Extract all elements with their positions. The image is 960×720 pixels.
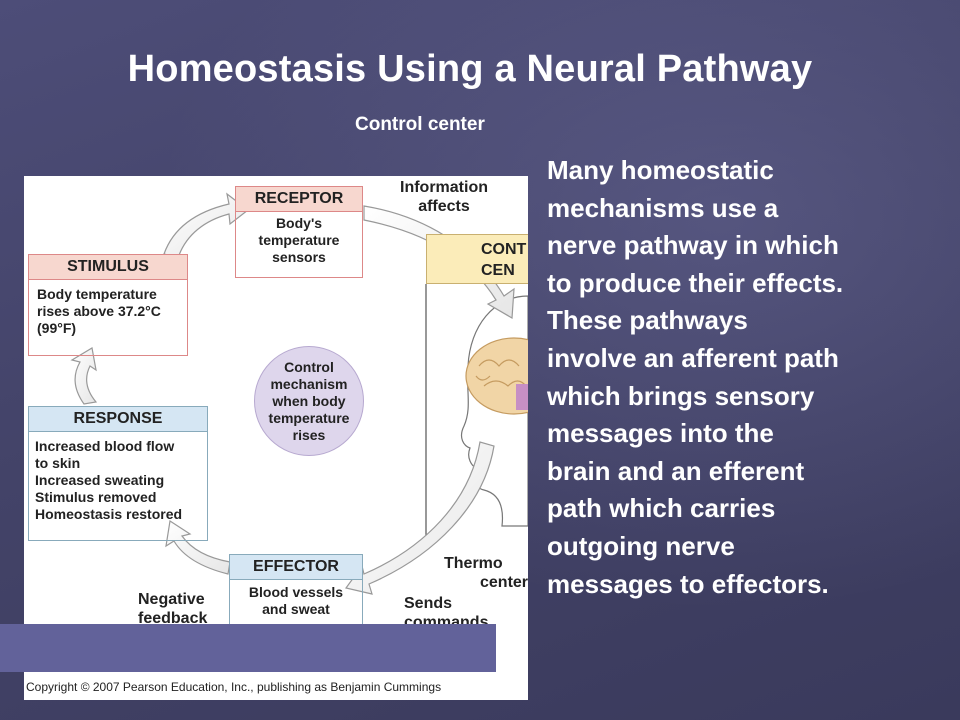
information-label: Information affects bbox=[400, 178, 488, 216]
thermo-line: center bbox=[480, 574, 528, 591]
response-header: RESPONSE bbox=[29, 407, 207, 432]
body-line: mechanisms use a bbox=[547, 192, 779, 223]
arrow-response-to-stimulus-icon bbox=[70, 347, 98, 405]
stimulus-box: STIMULUS Body temperature rises above 37… bbox=[28, 254, 188, 356]
information-line: Information bbox=[400, 179, 488, 196]
mechanism-line: when body bbox=[272, 392, 346, 409]
homeostasis-diagram: RECEPTOR Body's temperature sensors Info… bbox=[24, 176, 528, 700]
response-line: Increased sweating bbox=[35, 472, 165, 488]
negative-feedback-label: Negative feedback bbox=[138, 590, 207, 628]
control-center-box: CONT CEN bbox=[426, 234, 528, 284]
response-line: Increased blood flow bbox=[35, 438, 175, 454]
response-line: to skin bbox=[35, 455, 81, 471]
body-text: Many homeostatic mechanisms use a nerve … bbox=[547, 152, 927, 603]
body-line: These pathways bbox=[547, 305, 748, 336]
copyright-notice: Copyright © 2007 Pearson Education, Inc.… bbox=[26, 680, 442, 694]
sends-line: Sends bbox=[404, 595, 453, 612]
mechanism-line: Control bbox=[284, 358, 334, 375]
stimulus-header: STIMULUS bbox=[29, 255, 187, 280]
arrow-effector-to-response-icon bbox=[165, 519, 231, 575]
control-center-line: CONT bbox=[481, 241, 527, 258]
receptor-line: Body's bbox=[275, 215, 323, 231]
mechanism-line: mechanism bbox=[270, 375, 348, 392]
mechanism-line: rises bbox=[292, 426, 326, 443]
effector-header: EFFECTOR bbox=[230, 555, 362, 580]
body-line: outgoing nerve bbox=[547, 530, 735, 561]
receptor-line: temperature bbox=[258, 232, 340, 248]
control-center-line: CEN bbox=[481, 262, 515, 279]
control-mechanism-circle: Control mechanism when body temperature … bbox=[254, 346, 364, 456]
body-line: nerve pathway in which bbox=[547, 230, 839, 261]
brain-folds-icon bbox=[475, 359, 527, 387]
stimulus-line: rises above 37.2°C bbox=[37, 303, 161, 319]
body-line: Many homeostatic bbox=[547, 155, 774, 185]
effector-line: and sweat bbox=[262, 601, 330, 617]
stimulus-line: (99°F) bbox=[37, 320, 77, 336]
receptor-line: sensors bbox=[272, 249, 326, 265]
stimulus-line: Body temperature bbox=[37, 286, 157, 302]
thermo-line: Thermo bbox=[444, 555, 503, 572]
mechanism-line: temperature bbox=[268, 409, 350, 426]
body-line: involve an afferent path bbox=[547, 342, 839, 373]
negative-feedback-line: feedback bbox=[138, 610, 208, 627]
body-line: brain and an efferent bbox=[547, 455, 805, 486]
effector-box: EFFECTOR Blood vessels and sweat bbox=[229, 554, 363, 634]
negative-feedback-line: Negative bbox=[138, 591, 205, 608]
body-line: which brings sensory bbox=[547, 380, 815, 411]
body-line: to produce their effects. bbox=[547, 267, 844, 298]
hypothalamus-marker bbox=[516, 384, 528, 410]
body-line: messages into the bbox=[547, 418, 774, 449]
information-line: affects bbox=[418, 198, 470, 215]
brain-icon bbox=[465, 337, 528, 415]
arrow-receptor-to-control-icon bbox=[363, 205, 515, 320]
body-line: path which carries bbox=[547, 493, 776, 524]
diagram-graphics bbox=[70, 192, 528, 595]
slide-title: Homeostasis Using a Neural Pathway bbox=[127, 48, 813, 90]
response-line: Stimulus removed bbox=[35, 489, 157, 505]
response-line: Homeostasis restored bbox=[35, 506, 183, 522]
slide-subtitle: Control center bbox=[355, 114, 485, 135]
body-line: messages to effectors. bbox=[547, 568, 829, 599]
thermo-center-label: Thermo center bbox=[444, 554, 528, 592]
effector-line: Blood vessels bbox=[248, 584, 344, 600]
receptor-box: RECEPTOR Body's temperature sensors bbox=[235, 186, 363, 278]
receptor-header: RECEPTOR bbox=[236, 187, 362, 212]
bottom-bar bbox=[0, 624, 496, 672]
response-box: RESPONSE Increased blood flow to skin In… bbox=[28, 406, 208, 541]
